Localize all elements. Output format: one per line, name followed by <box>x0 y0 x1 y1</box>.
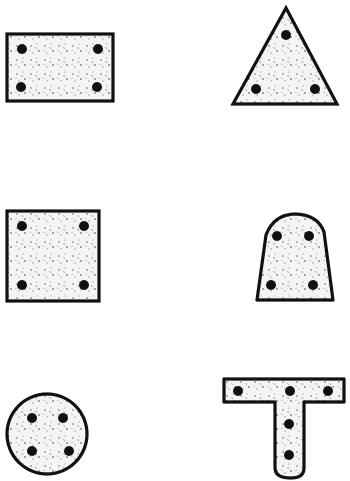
triangle-plate-body <box>233 8 337 104</box>
rivet-hole <box>310 84 320 94</box>
rectangle-plate <box>7 34 113 101</box>
circle-plate-body <box>7 394 87 474</box>
arched-plate <box>257 214 333 300</box>
rivet-hole <box>17 44 27 54</box>
rivet-hole <box>304 231 314 241</box>
triangle-plate <box>233 8 337 104</box>
rivet-hole <box>16 82 26 92</box>
rivet-hole <box>17 280 27 290</box>
circle-plate <box>7 394 87 474</box>
rivet-hole <box>284 419 294 429</box>
rivet-hole <box>284 450 294 460</box>
rivet-hole <box>92 82 102 92</box>
rivet-hole <box>308 280 318 290</box>
rivet-hole <box>27 413 37 423</box>
rivet-hole <box>251 84 261 94</box>
rivet-hole <box>27 446 37 456</box>
rivet-hole <box>79 221 89 231</box>
rivet-hole <box>233 386 243 396</box>
rivet-hole <box>323 386 333 396</box>
square-plate <box>7 211 99 301</box>
rivet-hole <box>281 30 291 40</box>
rivet-hole <box>285 386 295 396</box>
rivet-hole <box>79 280 89 290</box>
rivet-hole <box>64 446 74 456</box>
rivet-hole <box>58 413 68 423</box>
rivet-hole <box>266 280 276 290</box>
rivet-hole <box>272 231 282 241</box>
rivet-hole <box>17 221 27 231</box>
tee-plate <box>224 379 344 478</box>
rivet-hole <box>93 44 103 54</box>
